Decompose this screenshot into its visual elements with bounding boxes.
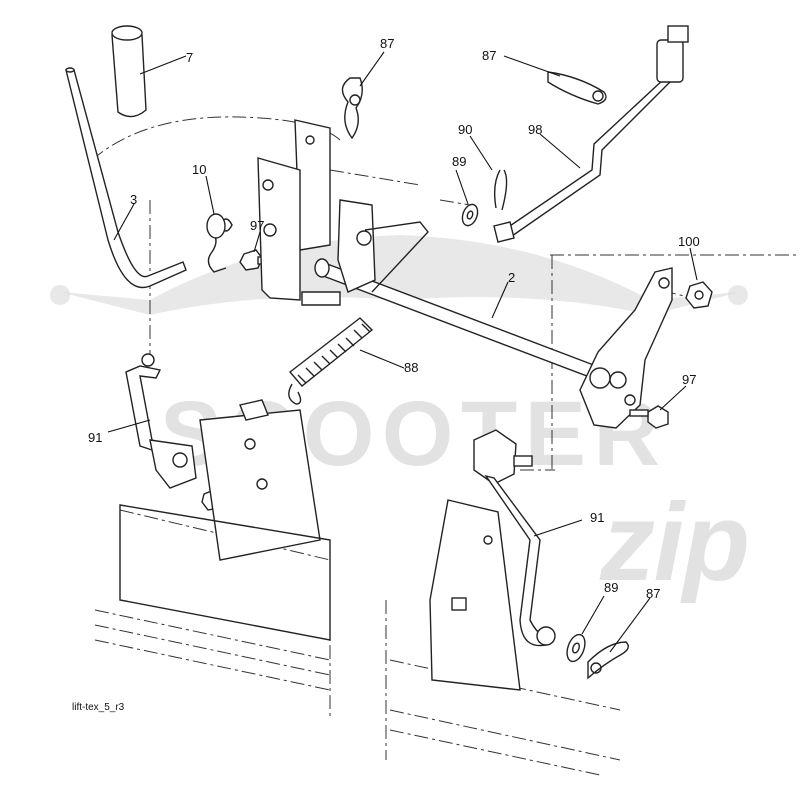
callout-87-top: 87 xyxy=(380,36,394,51)
watermark-dot-left xyxy=(50,285,70,305)
callout-97-right: 97 xyxy=(682,372,696,387)
callout-88: 88 xyxy=(404,360,418,375)
callout-7: 7 xyxy=(186,50,193,65)
callout-91-right: 91 xyxy=(590,510,604,525)
part-100-nut xyxy=(685,281,713,309)
callout-labels: 7 87 87 3 10 97 90 89 98 2 100 88 97 91 … xyxy=(88,36,700,601)
part-91-link-right xyxy=(473,429,556,647)
part-87-hairpin-upper xyxy=(341,77,363,140)
watermark-dot-right xyxy=(728,285,748,305)
callout-89-lower: 89 xyxy=(604,580,618,595)
callout-91-left: 91 xyxy=(88,430,102,445)
part-98-rod xyxy=(493,25,689,243)
leader-lines xyxy=(107,51,698,653)
part-10-torsion-spring xyxy=(206,213,233,273)
callout-90: 90 xyxy=(458,122,472,137)
callout-87-right: 87 xyxy=(482,48,496,63)
part-87-hairpin-right xyxy=(547,71,607,105)
lift-bracket xyxy=(257,119,341,306)
part-3-lift-lever xyxy=(65,67,187,289)
callout-10: 10 xyxy=(192,162,206,177)
part-7-handle-grip xyxy=(111,25,147,118)
deck-bracket-left xyxy=(119,399,331,641)
callout-87-lower: 87 xyxy=(646,586,660,601)
part-87-hairpin-lower xyxy=(587,641,629,680)
watermark-wing-graphic xyxy=(60,235,740,315)
part-2-lift-shaft xyxy=(314,199,613,385)
watermark-sub: zip xyxy=(599,481,750,604)
callout-98: 98 xyxy=(528,122,542,137)
callout-89-upper: 89 xyxy=(452,154,466,169)
lift-arm-right xyxy=(579,267,673,429)
callout-100: 100 xyxy=(678,234,700,249)
diagram-caption: lift-tex_5_r3 xyxy=(72,702,125,713)
part-97-bolt-right xyxy=(629,405,669,429)
part-89-washer-lower xyxy=(566,633,586,663)
part-88-spring xyxy=(288,317,374,405)
callout-3: 3 xyxy=(130,192,137,207)
deck-bracket-right xyxy=(429,499,521,691)
part-90-cotter-pin xyxy=(493,169,508,211)
part-89-washer-upper xyxy=(461,203,479,227)
callout-97-upper: 97 xyxy=(250,218,264,233)
callout-2: 2 xyxy=(508,270,515,285)
